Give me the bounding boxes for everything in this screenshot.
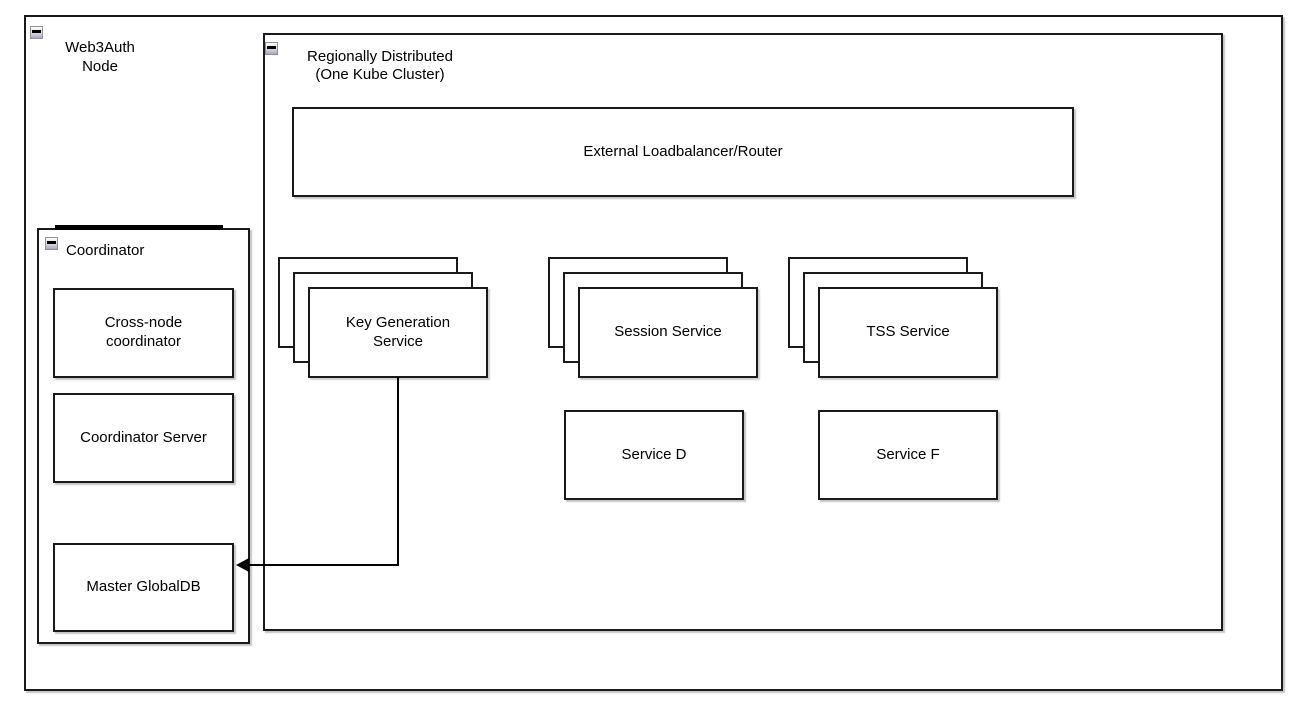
- tss-service-stack: TSS Service: [788, 257, 1000, 380]
- master-globaldb-label: Master GlobalDB: [86, 578, 201, 596]
- edge-kgs-to-globaldb-vertical: [397, 377, 399, 566]
- external-loadbalancer-box: External Loadbalancer/Router: [292, 107, 1074, 197]
- master-globaldb-box: Master GlobalDB: [53, 543, 234, 632]
- web3auth-node-label-line2: Node: [82, 58, 118, 75]
- coordinator-label: Coordinator: [66, 241, 144, 260]
- cross-node-coordinator-box: Cross-node coordinator: [53, 288, 234, 378]
- service-d-box: Service D: [564, 410, 744, 500]
- service-f-label: Service F: [876, 445, 940, 463]
- service-d-label: Service D: [621, 445, 687, 463]
- tss-service-box: TSS Service: [818, 287, 998, 378]
- service-f-box: Service F: [818, 410, 998, 500]
- arrowhead-left-icon: [236, 558, 249, 572]
- session-service-stack: Session Service: [548, 257, 760, 380]
- coordinator-server-box: Coordinator Server: [53, 393, 234, 483]
- collapse-minus-icon[interactable]: [265, 42, 278, 55]
- key-generation-service-label: Key Generation Service: [345, 313, 451, 350]
- tss-service-label: TSS Service: [866, 323, 950, 341]
- regionally-distributed-label-line2: (One Kube Cluster): [315, 66, 445, 83]
- coordinator-server-label: Coordinator Server: [80, 428, 207, 446]
- collapse-minus-icon[interactable]: [45, 237, 58, 250]
- cross-node-coordinator-label: Cross-node coordinator: [104, 314, 183, 350]
- collapse-minus-icon[interactable]: [30, 26, 43, 39]
- web3auth-node-label: Web3Auth Node: [40, 38, 160, 76]
- session-service-box: Session Service: [578, 287, 758, 378]
- key-generation-service-stack: Key Generation Service: [278, 257, 490, 380]
- web3auth-node-label-line1: Web3Auth: [65, 39, 135, 56]
- coordinator-label-text: Coordinator: [66, 242, 145, 259]
- edge-kgs-to-globaldb-horizontal: [246, 564, 399, 566]
- regionally-distributed-label: Regionally Distributed (One Kube Cluster…: [280, 48, 480, 84]
- key-generation-service-box: Key Generation Service: [308, 287, 488, 378]
- session-service-label: Session Service: [614, 323, 722, 341]
- coordinator-container-top-edge: [55, 225, 223, 230]
- external-loadbalancer-label: External Loadbalancer/Router: [583, 142, 783, 160]
- regionally-distributed-label-line1: Regionally Distributed: [307, 48, 453, 65]
